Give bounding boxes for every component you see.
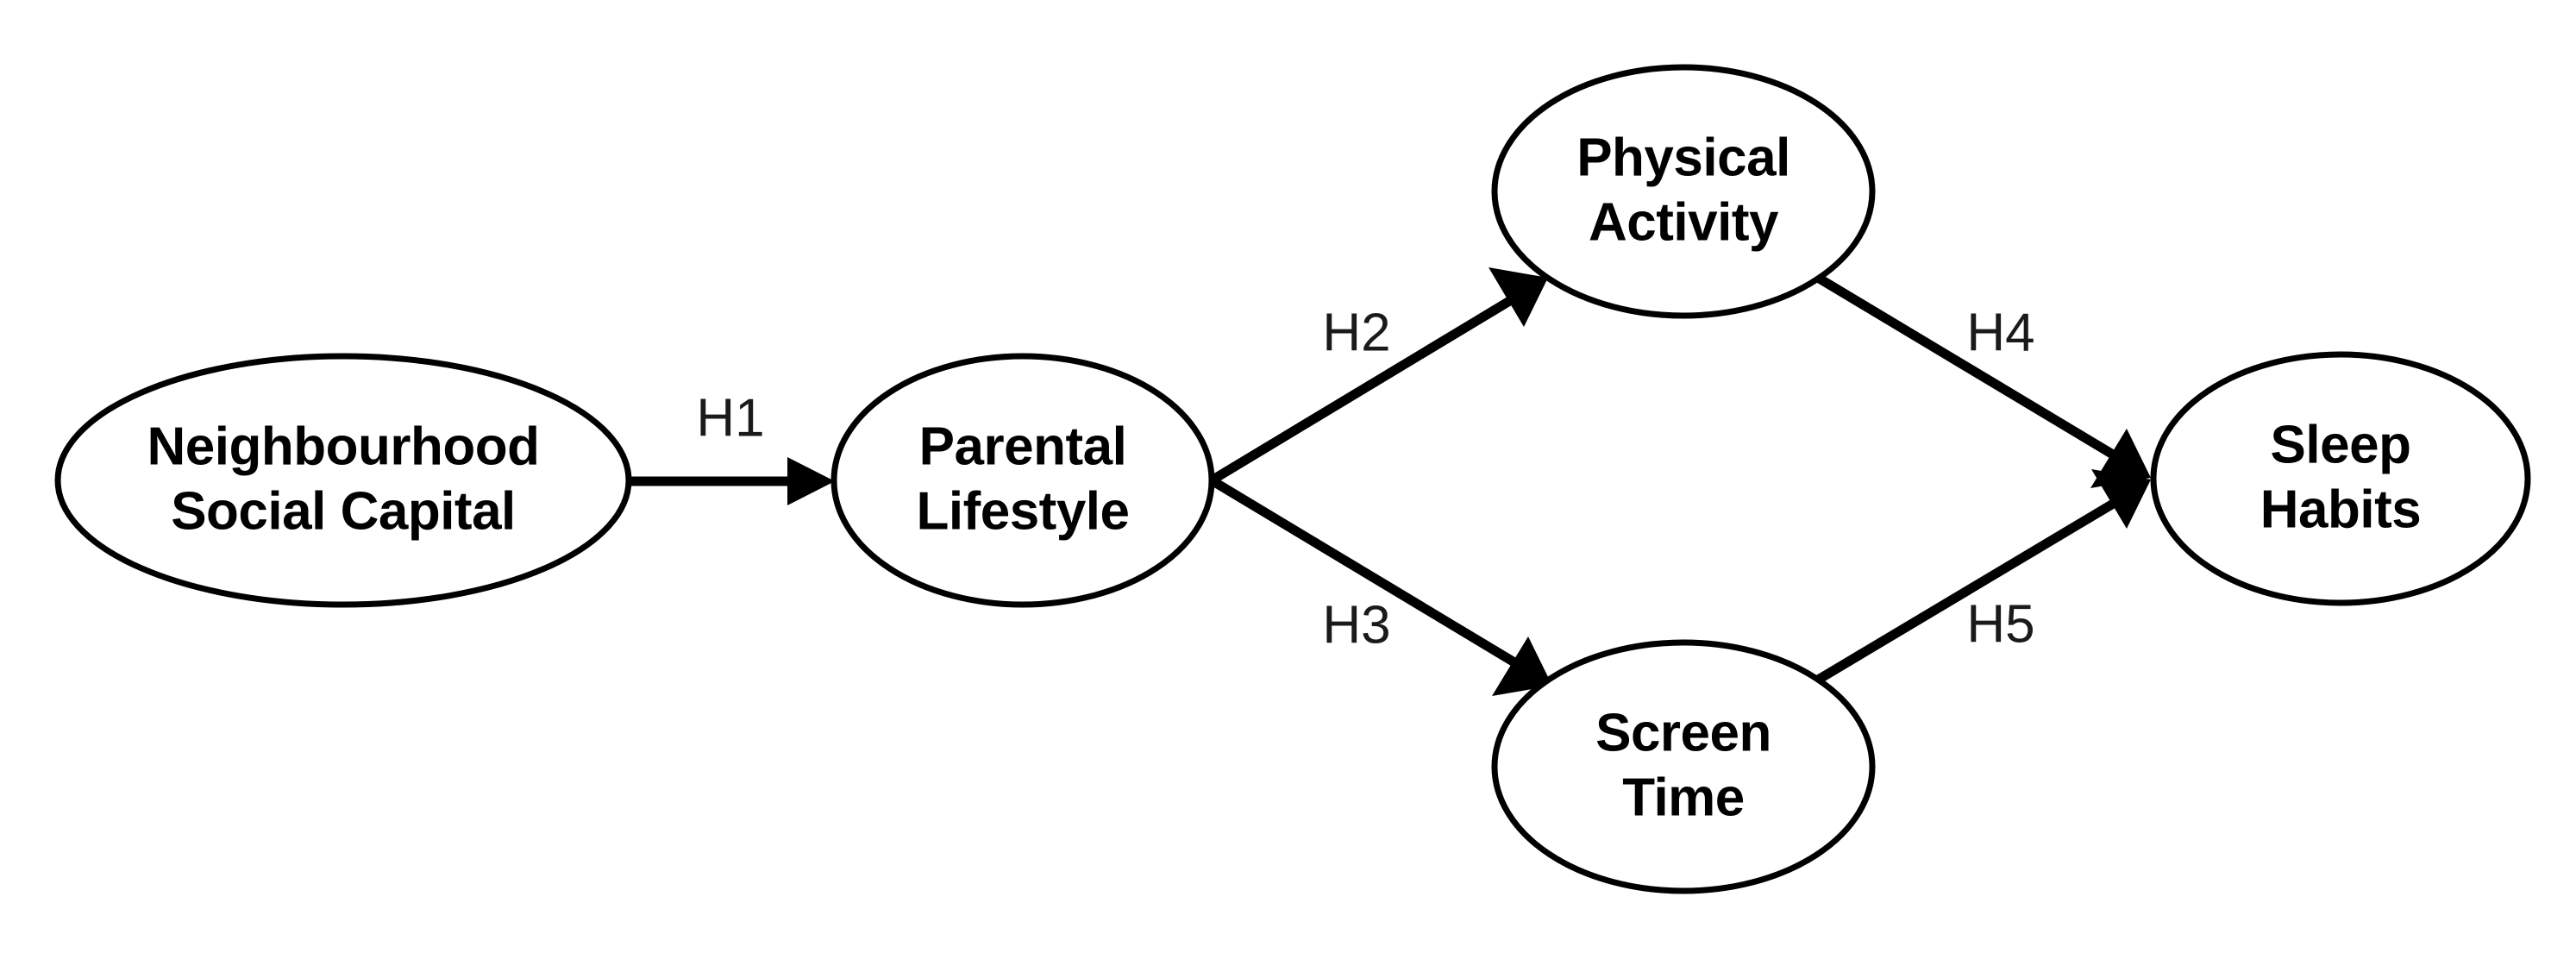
edge-label-h1: H1 xyxy=(696,388,764,448)
node-label-line1: Sleep xyxy=(2271,415,2411,474)
node-label-line2: Lifestyle xyxy=(916,481,1129,541)
edge-h3[interactable] xyxy=(1209,476,1552,696)
edge-h2-arrowhead xyxy=(1489,267,1548,327)
edge-label-h5: H5 xyxy=(1966,594,2034,654)
edge-h2[interactable] xyxy=(1209,267,1548,485)
node-ellipse-shape xyxy=(2150,351,2531,606)
edge-h1-arrowhead xyxy=(787,457,835,505)
edge-h5[interactable] xyxy=(1813,469,2151,686)
edge-h2-line xyxy=(1209,291,1522,485)
node-screen-time[interactable]: Screen Time xyxy=(1491,639,1876,894)
edge-label-h4: H4 xyxy=(1966,303,2034,362)
node-neighbourhood-social-capital[interactable]: Neighbourhood Social Capital xyxy=(54,353,632,608)
node-ellipse-shape xyxy=(54,353,632,608)
edge-label-h3: H3 xyxy=(1322,595,1390,655)
node-sleep-habits[interactable]: Sleep Habits xyxy=(2150,351,2531,606)
node-parental-lifestyle[interactable]: Parental Lifestyle xyxy=(830,353,1215,608)
edge-h5-line xyxy=(1813,493,2126,686)
edge-h3-line xyxy=(1209,476,1526,672)
node-ellipse-shape xyxy=(1491,64,1876,319)
node-label-line2: Time xyxy=(1622,768,1745,827)
edge-h3-arrowhead xyxy=(1492,636,1552,696)
node-label-line1: Neighbourhood xyxy=(147,417,540,476)
node-label-line1: Physical xyxy=(1576,128,1790,187)
node-label-line2: Social Capital xyxy=(171,481,516,541)
node-physical-activity[interactable]: Physical Activity xyxy=(1491,64,1876,319)
edge-label-h2: H2 xyxy=(1322,303,1390,362)
node-label-line1: Parental xyxy=(919,417,1127,476)
edge-h5-arrowhead xyxy=(2091,469,2151,529)
edge-h1[interactable] xyxy=(629,457,835,505)
node-label-line2: Activity xyxy=(1589,192,1779,252)
node-ellipse-shape xyxy=(1491,639,1876,894)
node-ellipse-shape xyxy=(830,353,1215,608)
edge-h4-line xyxy=(1815,273,2124,464)
node-label-line2: Habits xyxy=(2260,480,2421,539)
node-label-line1: Screen xyxy=(1595,703,1771,762)
